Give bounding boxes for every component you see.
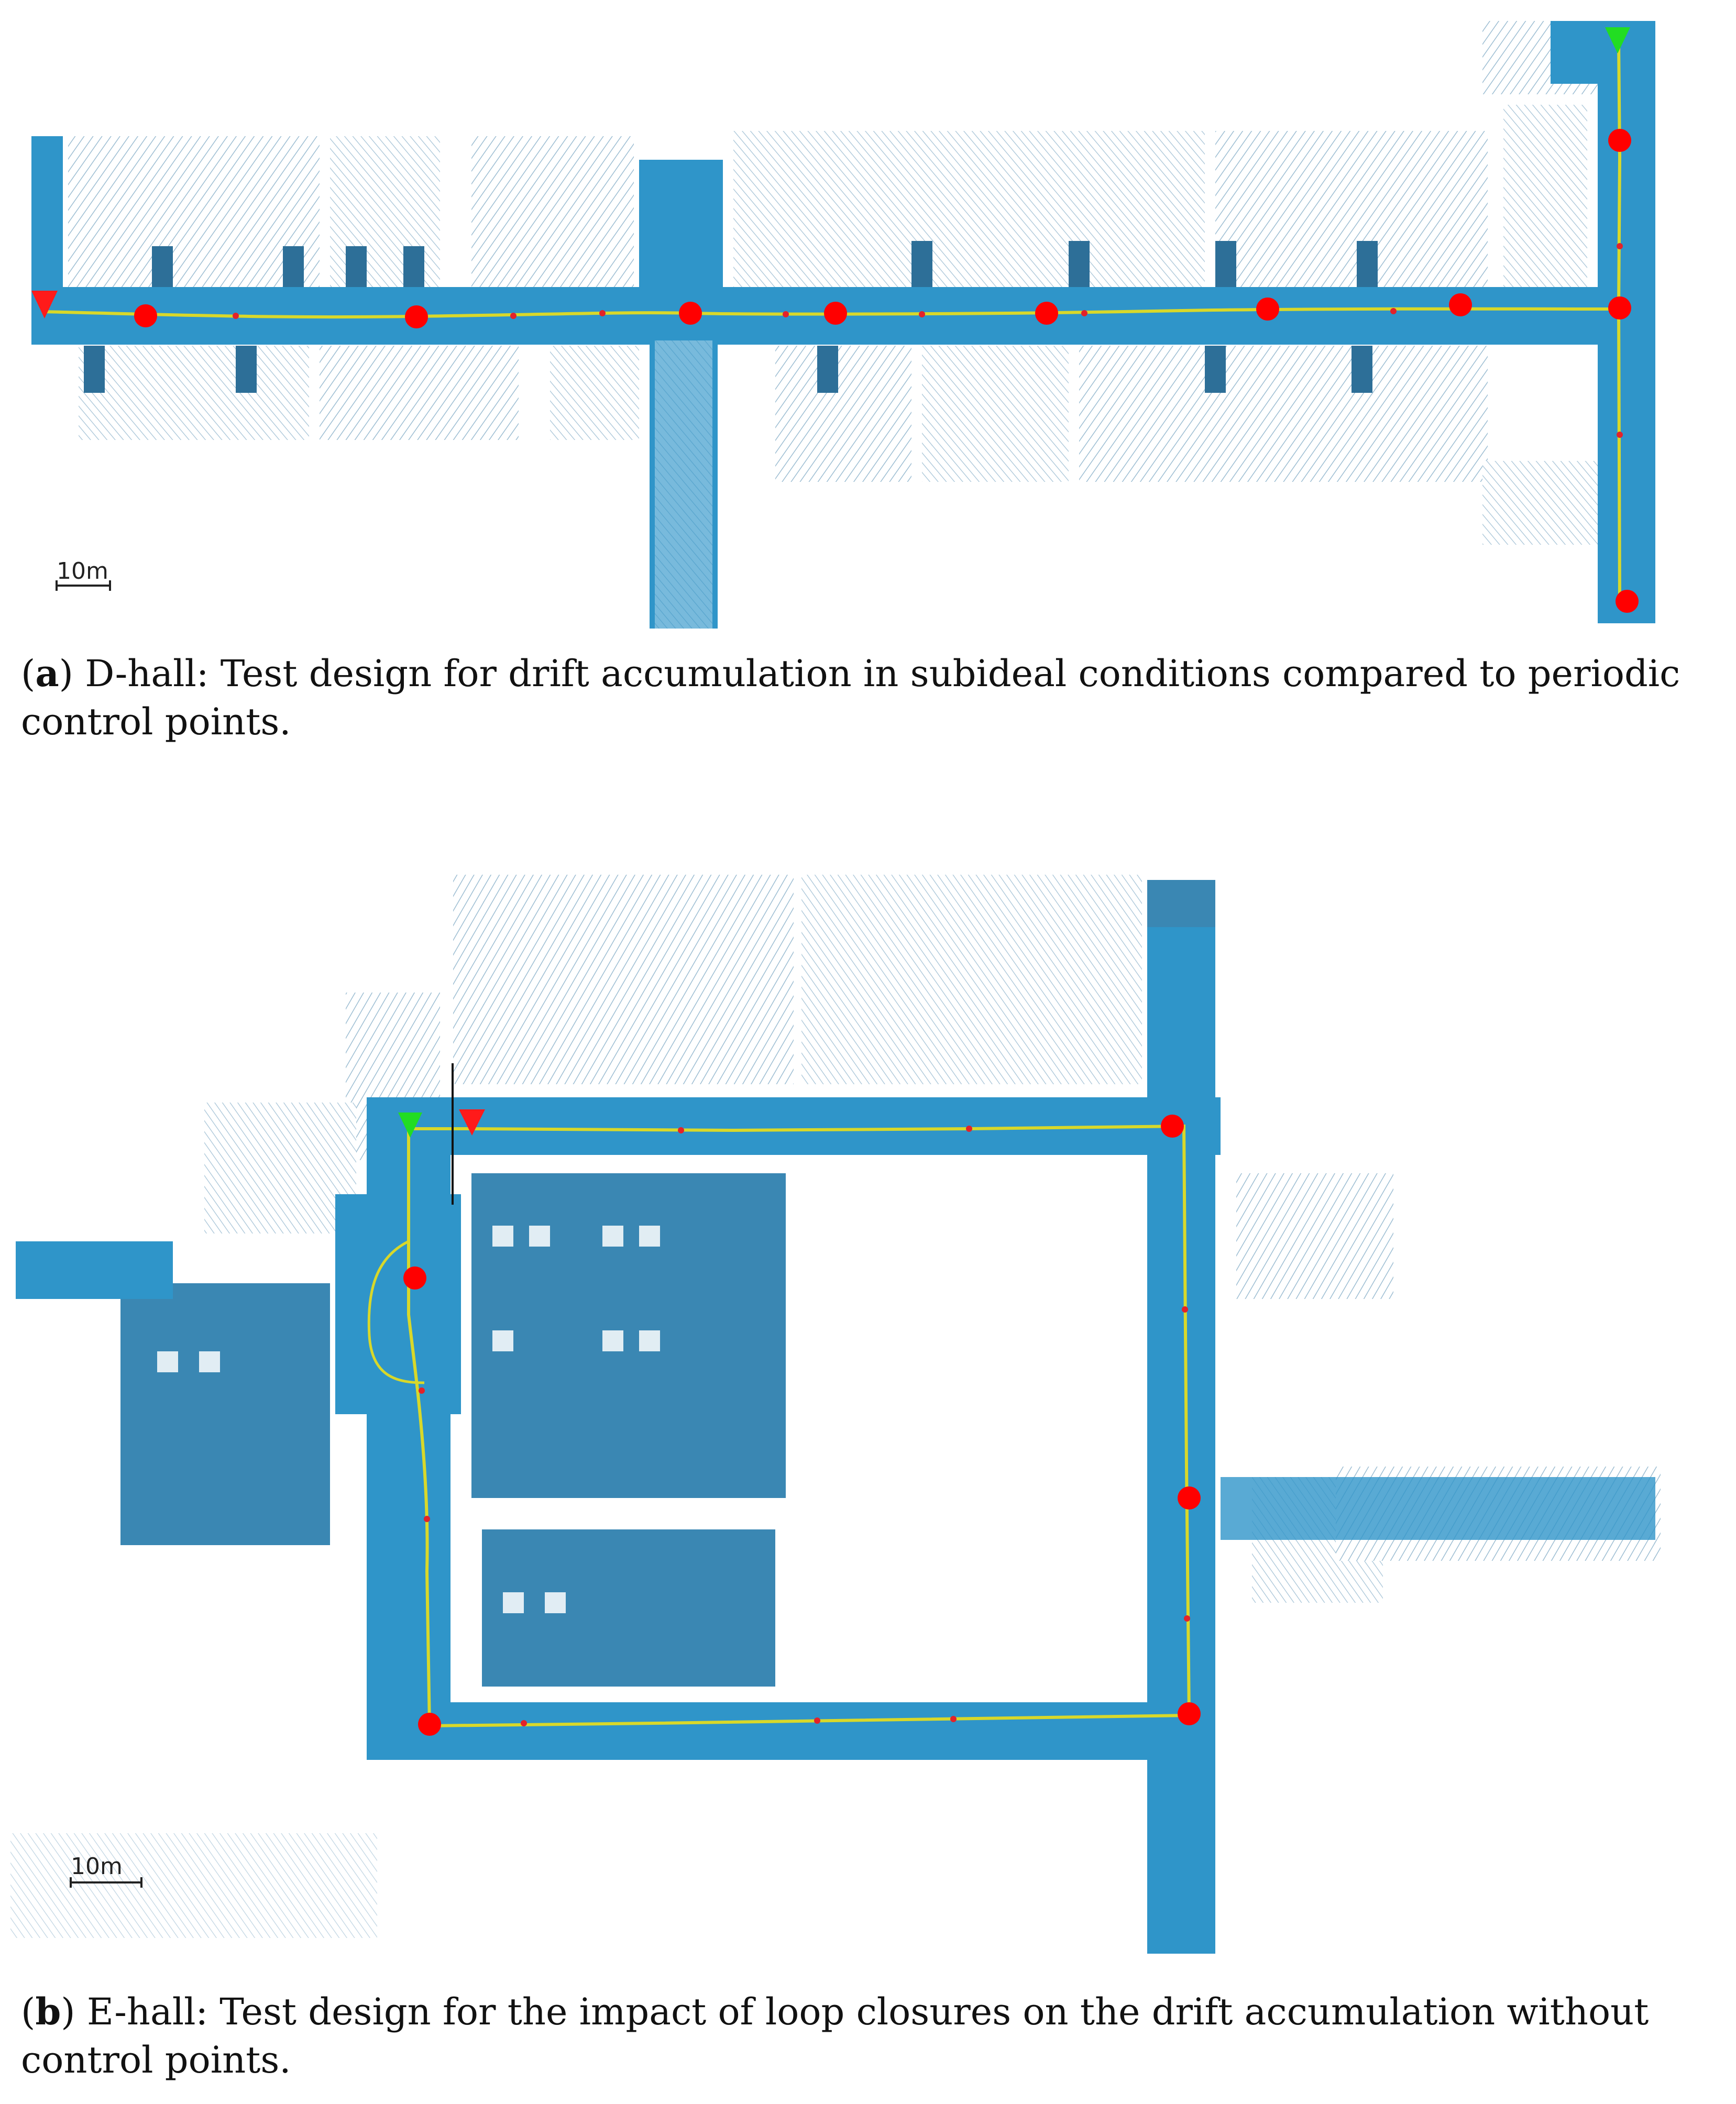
scale-bar: 10m [56,558,111,591]
control-point-icon [1449,293,1472,316]
trajectory-path [41,41,1622,319]
control-point-icon [403,1266,426,1290]
caption-b: (b) E-hall: Test design for the impact o… [21,1990,1649,2081]
start-triangle-icon [31,291,58,318]
control-point-icon [1608,129,1631,152]
panel-b-map: 10m [0,786,1736,1959]
control-point-icon [1161,1115,1184,1138]
caption-a-label: a [35,652,59,695]
control-point-icon [1256,298,1279,321]
control-points [403,1115,1201,1736]
corridor-floor [31,21,1655,629]
start-triangle-icon [459,1109,485,1136]
scale-bar: 10m [70,1853,142,1888]
control-point-icon [1035,302,1058,325]
control-point-icon [679,302,702,325]
control-point-icon [1608,296,1631,320]
caption-a: (a) D-hall: Test design for drift accumu… [21,652,1680,743]
control-point-icon [824,302,847,325]
end-triangle-icon [1605,27,1630,53]
trajectory-path [407,1121,1191,1728]
scale-bar-label: 10m [71,1853,123,1880]
control-point-icon [1178,1486,1201,1510]
control-point-icon [1616,590,1639,613]
scale-bar-label: 10m [57,558,108,585]
control-point-icon [418,1713,441,1736]
caption-b-text: E-hall: Test design for the impact of lo… [21,1990,1649,2081]
control-point-icon [134,304,157,327]
control-point-icon [405,305,428,328]
corridor-floor [16,927,1655,1954]
rooms-north [68,21,1603,288]
end-triangle-icon [398,1112,422,1138]
rooms-south [79,346,1598,545]
caption-a-text: D-hall: Test design for drift accumulati… [21,652,1680,743]
door-shadows [84,241,1378,393]
caption-b-label: b [35,1990,61,2033]
control-points [134,129,1639,613]
control-point-icon [1178,1702,1201,1725]
panel-a-map: 10m [0,0,1736,634]
